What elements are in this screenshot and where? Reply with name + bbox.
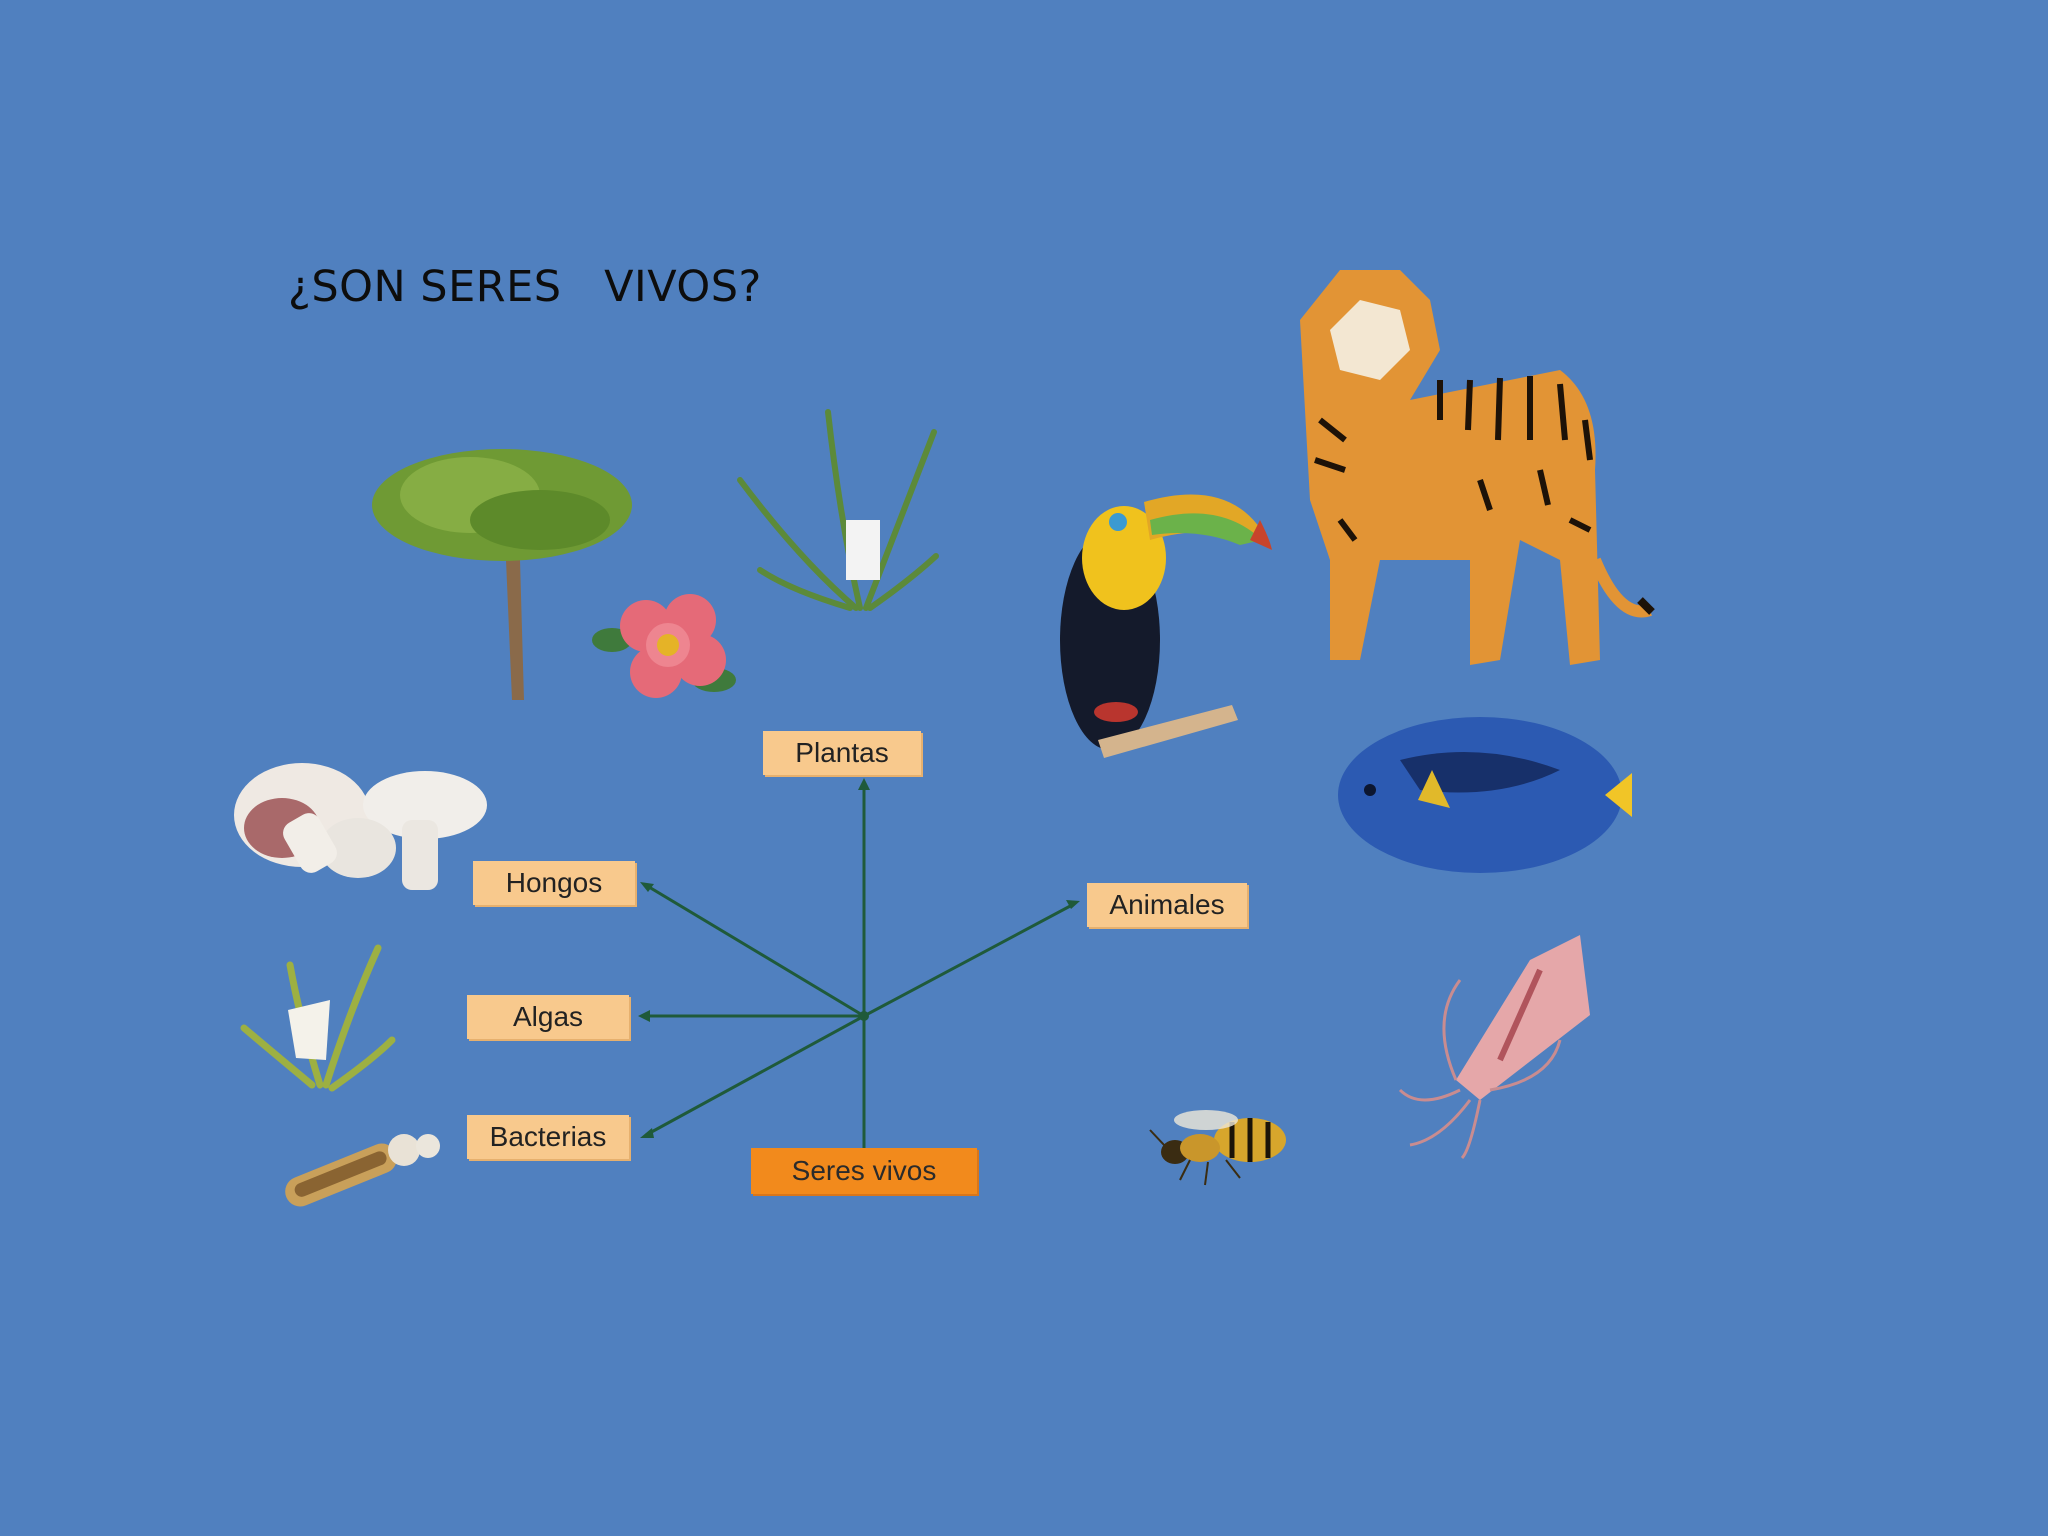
mushroom-illustration [234,763,487,890]
toucan-illustration [1060,494,1272,758]
tree-illustration [372,449,632,700]
box-animales: Animales [1087,883,1247,927]
box-bacterias: Bacterias [467,1115,629,1159]
box-plantas: Plantas [763,731,921,775]
wasp-illustration [1149,1110,1286,1186]
bacteria-illustration [285,1134,440,1207]
connector-hongos [643,882,865,1018]
connector-animales [863,902,1075,1018]
fish-illustration [1338,717,1632,873]
slide-title: ¿SON SERES VIVOS? [288,262,762,312]
fern-illustration [737,409,939,611]
box-hongos: Hongos [473,861,635,905]
box-algas: Algas [467,995,629,1039]
tiger-illustration [1300,270,1655,665]
flower-illustration [592,594,736,698]
squid-illustration [1398,935,1590,1160]
connector-bacterias [645,1014,865,1137]
box-seres-vivos: Seres vivos [751,1148,977,1194]
algae-holdfast [288,1000,330,1060]
fern-pot [846,520,880,580]
